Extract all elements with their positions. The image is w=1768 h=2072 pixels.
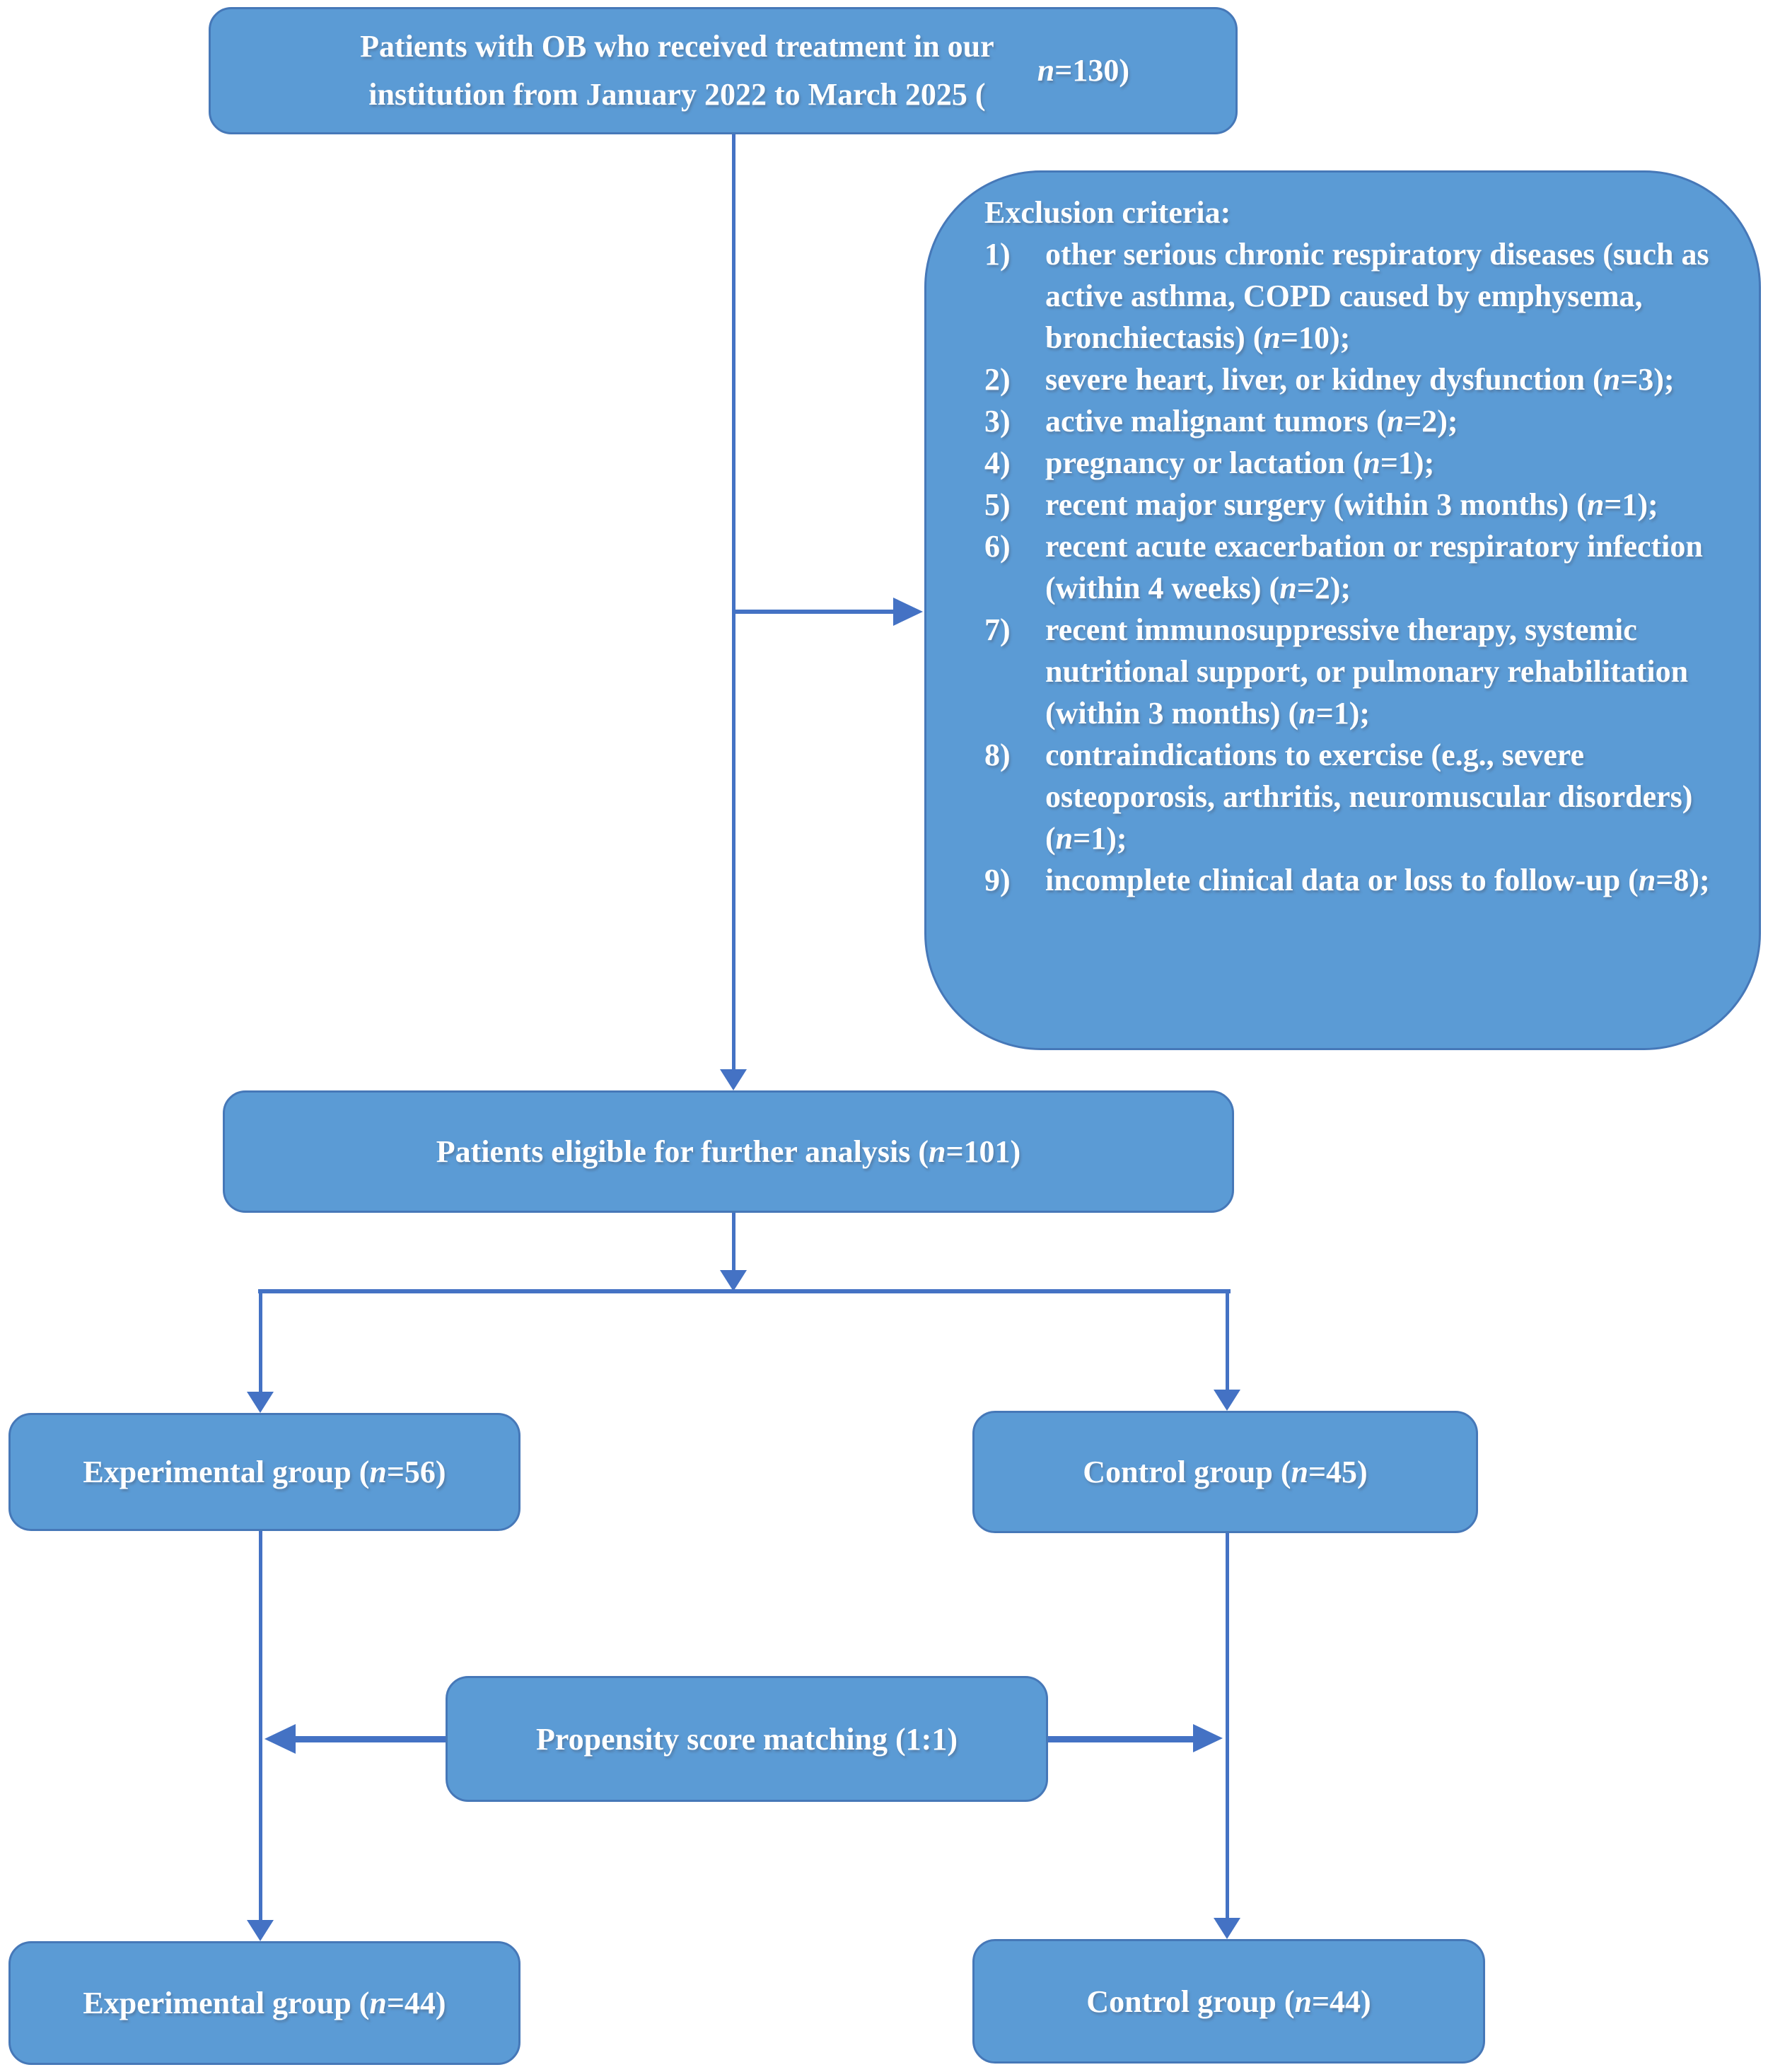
exclusion-item: 3) active malignant tumors (n=2); xyxy=(984,400,1749,442)
connector-psm-right xyxy=(1048,1736,1194,1742)
exclusion-title: Exclusion criteria: xyxy=(984,195,1231,230)
arrowhead-to-control-matched-icon xyxy=(1214,1918,1240,1939)
exclusion-item-text: active malignant tumors (n=2); xyxy=(1045,404,1458,438)
connector-control-to-matched xyxy=(1226,1533,1229,1919)
arrowhead-psm-left-icon xyxy=(264,1724,296,1754)
arrowhead-to-exclusion-icon xyxy=(893,598,923,626)
connector-to-exclusion xyxy=(733,610,893,614)
exclusion-item: 1) other serious chronic respiratory dis… xyxy=(984,233,1749,359)
arrowhead-to-experimental-matched-icon xyxy=(247,1920,274,1941)
flow-node-exclusion-criteria: Exclusion criteria: 1) other serious chr… xyxy=(924,170,1761,1050)
connector-experimental-to-matched xyxy=(259,1531,262,1921)
exclusion-item-number: 4) xyxy=(984,446,1011,480)
arrowhead-psm-right-icon xyxy=(1193,1724,1223,1752)
exclusion-item-number: 7) xyxy=(984,612,1011,647)
connector-psm-left xyxy=(294,1736,446,1742)
flow-node-control-group-initial: Control group (n=45) xyxy=(972,1411,1478,1533)
exclusion-item: 8) contraindications to exercise (e.g., … xyxy=(984,734,1749,859)
flow-node-control-group-matched: Control group (n=44) xyxy=(972,1939,1485,2064)
arrowhead-to-split-icon xyxy=(720,1270,747,1291)
exclusion-item: 9) incomplete clinical data or loss to f… xyxy=(984,859,1749,901)
exclusion-item-text: recent acute exacerbation or respiratory… xyxy=(1045,529,1703,605)
connector-initial-to-eligible xyxy=(732,134,735,1069)
exclusion-item-number: 1) xyxy=(984,237,1011,272)
connector-split-to-control xyxy=(1226,1291,1229,1391)
exclusion-item-number: 9) xyxy=(984,863,1011,897)
exclusion-item: 7) recent immunosuppressive therapy, sys… xyxy=(984,609,1749,734)
arrowhead-to-experimental-icon xyxy=(247,1392,274,1413)
exclusion-item: 6) recent acute exacerbation or respirat… xyxy=(984,525,1749,609)
exclusion-item-text: contraindications to exercise (e.g., sev… xyxy=(1045,738,1693,856)
arrowhead-to-eligible-icon xyxy=(720,1069,747,1090)
exclusion-item-text: recent major surgery (within 3 months) (… xyxy=(1045,487,1658,522)
connector-split-line xyxy=(258,1289,1231,1293)
flow-node-experimental-group-initial: Experimental group (n=56) xyxy=(8,1413,520,1531)
connector-eligible-to-split xyxy=(732,1213,735,1271)
exclusion-list: 1) other serious chronic respiratory dis… xyxy=(984,233,1749,901)
exclusion-item: 2) severe heart, liver, or kidney dysfun… xyxy=(984,359,1749,400)
flow-node-experimental-group-matched: Experimental group (n=44) xyxy=(8,1941,520,2065)
exclusion-item-text: recent immunosuppressive therapy, system… xyxy=(1045,612,1689,731)
flow-node-eligible-patients: Patients eligible for further analysis (… xyxy=(223,1090,1234,1213)
exclusion-item-text: severe heart, liver, or kidney dysfuncti… xyxy=(1045,362,1675,397)
exclusion-item-text: incomplete clinical data or loss to foll… xyxy=(1045,863,1710,897)
exclusion-item-number: 6) xyxy=(984,529,1011,564)
exclusion-item-number: 3) xyxy=(984,404,1011,438)
exclusion-item-number: 5) xyxy=(984,487,1011,522)
flow-node-initial-patients: Patients with OB who received treatment … xyxy=(209,7,1238,134)
flow-node-propensity-score-matching: Propensity score matching (1:1) xyxy=(446,1676,1048,1802)
exclusion-item-number: 8) xyxy=(984,738,1011,772)
connector-split-to-experimental xyxy=(259,1291,262,1393)
exclusion-item-text: pregnancy or lactation (n=1); xyxy=(1045,446,1435,480)
exclusion-item-number: 2) xyxy=(984,362,1011,397)
exclusion-item: 4) pregnancy or lactation (n=1); xyxy=(984,442,1749,484)
exclusion-item-text: other serious chronic respiratory diseas… xyxy=(1045,237,1709,355)
exclusion-item: 5) recent major surgery (within 3 months… xyxy=(984,484,1749,525)
arrowhead-to-control-icon xyxy=(1214,1390,1240,1411)
